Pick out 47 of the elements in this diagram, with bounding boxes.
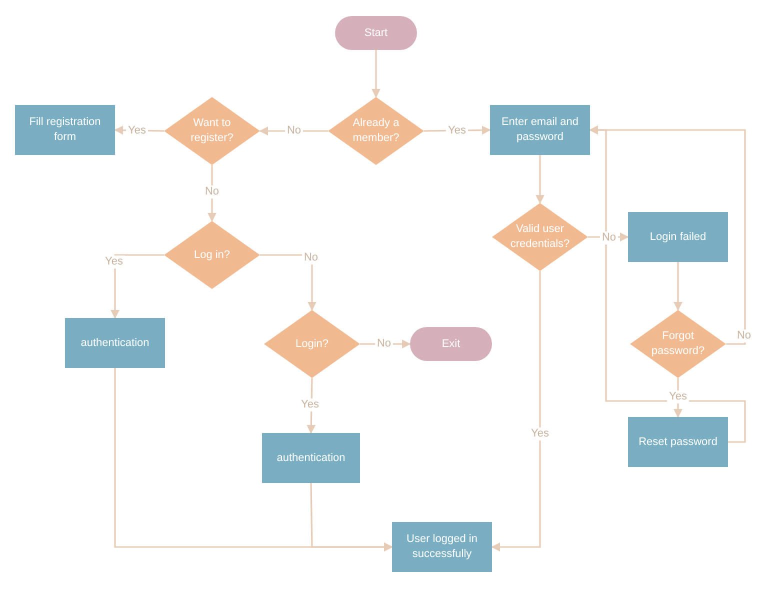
arrow bbox=[674, 378, 682, 418]
node-label: Login failed bbox=[648, 230, 708, 244]
decision-diamond bbox=[164, 221, 260, 289]
decision-diamond bbox=[264, 310, 360, 378]
arrow bbox=[589, 126, 746, 443]
arrow bbox=[674, 262, 682, 311]
node-label: User logged in successfully bbox=[406, 532, 478, 562]
arrow bbox=[372, 50, 380, 98]
arrow bbox=[491, 271, 541, 552]
process-box bbox=[628, 212, 728, 262]
node-label: Forgot password? bbox=[650, 329, 706, 359]
process-box bbox=[15, 105, 115, 155]
process-box bbox=[392, 522, 492, 572]
terminal-pill bbox=[410, 327, 492, 361]
node-label: authentication bbox=[276, 450, 346, 466]
edge-label: No bbox=[302, 252, 320, 264]
node-label: Reset password bbox=[638, 434, 718, 450]
node-label: Already a member? bbox=[352, 116, 400, 146]
node-label: Fill registration form bbox=[28, 115, 102, 145]
arrow bbox=[536, 155, 544, 204]
node-label: Valid user credentials? bbox=[509, 222, 571, 252]
edge-label: No bbox=[202, 186, 222, 198]
arrow bbox=[260, 254, 316, 311]
node-label: Exit bbox=[440, 336, 462, 352]
edge-label: No bbox=[600, 232, 618, 244]
node-label: Log in? bbox=[192, 248, 232, 262]
terminal-pill bbox=[335, 16, 417, 50]
edge-label: Yes bbox=[103, 256, 125, 268]
node-label: authentication bbox=[80, 336, 150, 350]
edge-label: Yes bbox=[529, 428, 551, 440]
node-label: Start bbox=[363, 26, 389, 40]
edge-label: Yes bbox=[299, 398, 321, 412]
process-box bbox=[65, 318, 165, 368]
arrow bbox=[110, 254, 164, 319]
process-box bbox=[628, 417, 728, 467]
arrow bbox=[310, 482, 393, 552]
decision-diamond bbox=[164, 97, 260, 165]
process-box bbox=[490, 105, 590, 155]
decision-diamond bbox=[630, 310, 726, 378]
decision-diamond bbox=[492, 203, 588, 271]
node-label: Want to register? bbox=[190, 116, 234, 146]
edge-label: Yes bbox=[667, 390, 689, 404]
node-label: Enter email and password bbox=[500, 115, 580, 145]
node-label: Login? bbox=[294, 336, 330, 352]
edge-label: No bbox=[734, 330, 754, 342]
decision-diamond bbox=[328, 97, 424, 165]
process-box bbox=[262, 433, 360, 483]
